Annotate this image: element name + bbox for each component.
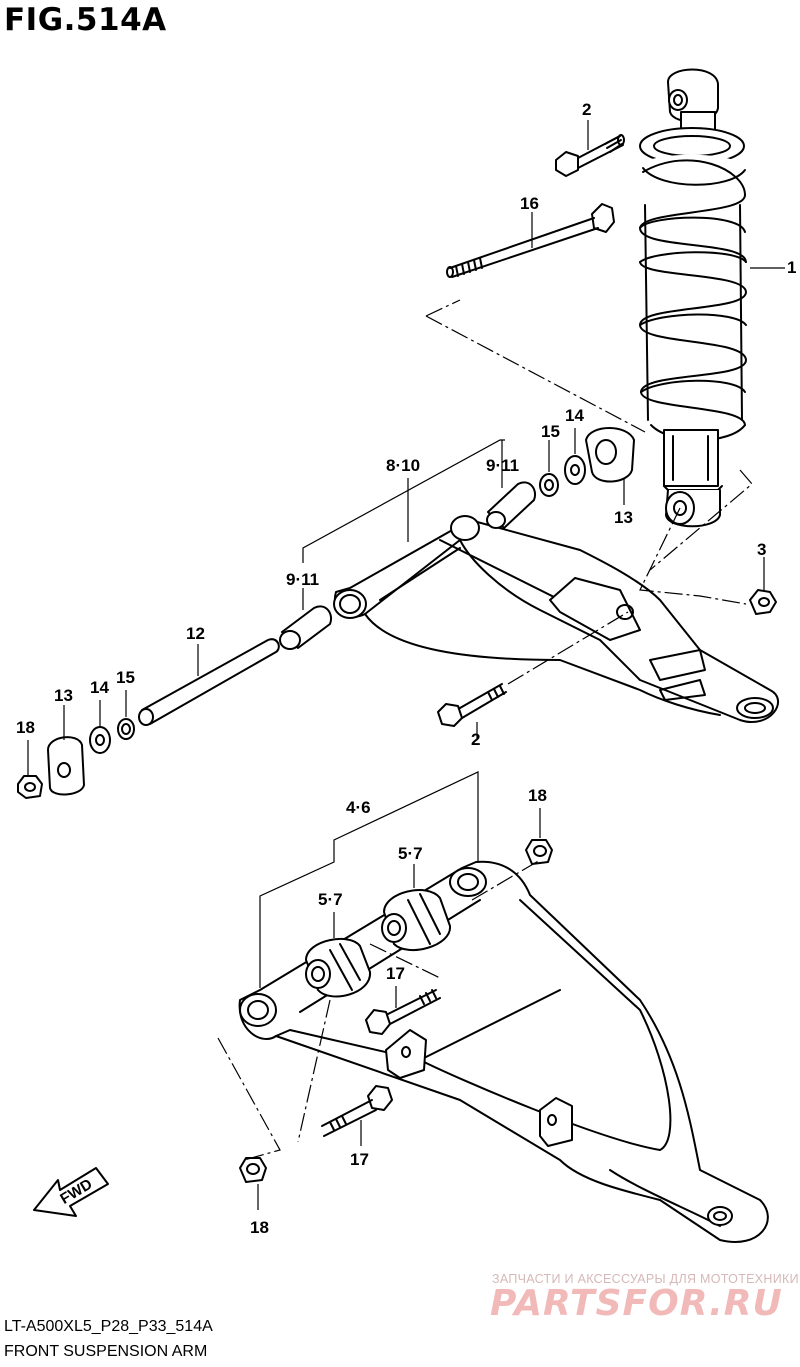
callout-4-6: 4·6 — [346, 798, 371, 817]
washer-set-right — [539, 427, 635, 497]
long-bolt-16 — [446, 203, 615, 278]
bolt-2-mid — [437, 683, 507, 727]
shock-absorber — [637, 68, 748, 528]
nut-18-lower-left — [239, 1157, 267, 1183]
callout-15-left: 15 — [116, 668, 135, 687]
bushing-5-7-upper — [381, 889, 452, 952]
watermark-tagline: ЗАПЧАСТИ И АКСЕССУАРЫ ДЛЯ МОТОТЕХНИКИ — [492, 1272, 799, 1286]
nut-18-upper-right — [525, 839, 553, 865]
nut-18-left — [17, 775, 43, 799]
callout-13-right: 13 — [614, 508, 633, 527]
callout-5-7-lower: 5·7 — [318, 890, 343, 909]
callout-17-upper: 17 — [386, 964, 405, 983]
bushing-5-7-lower — [305, 938, 372, 998]
bolt-17-lower — [321, 1085, 393, 1137]
upper-arm — [333, 515, 780, 723]
callout-15-right: 15 — [541, 422, 560, 441]
callout-18-left: 18 — [16, 718, 35, 737]
collar-9-11-lower — [279, 605, 332, 650]
spacer-12 — [138, 638, 280, 726]
callout-17-lower: 17 — [350, 1150, 369, 1169]
callout-18-top-right: 18 — [528, 786, 547, 805]
fwd-arrow-icon: FWD — [33, 1167, 109, 1217]
callout-2-top: 2 — [582, 100, 592, 119]
callout-13-left: 13 — [54, 686, 73, 705]
collar-9-11-upper — [486, 481, 536, 529]
callout-12: 12 — [186, 624, 205, 643]
watermark-logo: PARTSFOR.RU — [490, 1283, 783, 1324]
leader-lines — [27, 120, 785, 1210]
washer-set-left — [47, 718, 135, 796]
figure-title: FIG.514A — [4, 2, 167, 38]
callout-8-10: 8·10 — [386, 456, 421, 475]
nut-3 — [749, 589, 777, 615]
callout-18-bottom: 18 — [250, 1218, 269, 1237]
callout-1: 1 — [787, 258, 797, 277]
center-lines — [217, 299, 753, 1161]
bolt-17-upper — [365, 989, 441, 1035]
callout-2-mid: 2 — [471, 730, 481, 749]
bolt-2-top — [555, 134, 625, 177]
callout-9-11-lower: 9·11 — [286, 570, 320, 589]
callout-5-7-upper: 5·7 — [398, 844, 423, 863]
callout-14-right: 14 — [565, 406, 584, 425]
callout-9-11-upper: 9·11 — [486, 456, 520, 475]
callout-3: 3 — [757, 540, 767, 559]
callout-14-left: 14 — [90, 678, 109, 697]
figure-caption: FRONT SUSPENSION ARM — [4, 1343, 208, 1360]
callout-16: 16 — [520, 194, 539, 213]
model-code: LT-A500XL5_P28_P33_514A — [4, 1318, 213, 1335]
